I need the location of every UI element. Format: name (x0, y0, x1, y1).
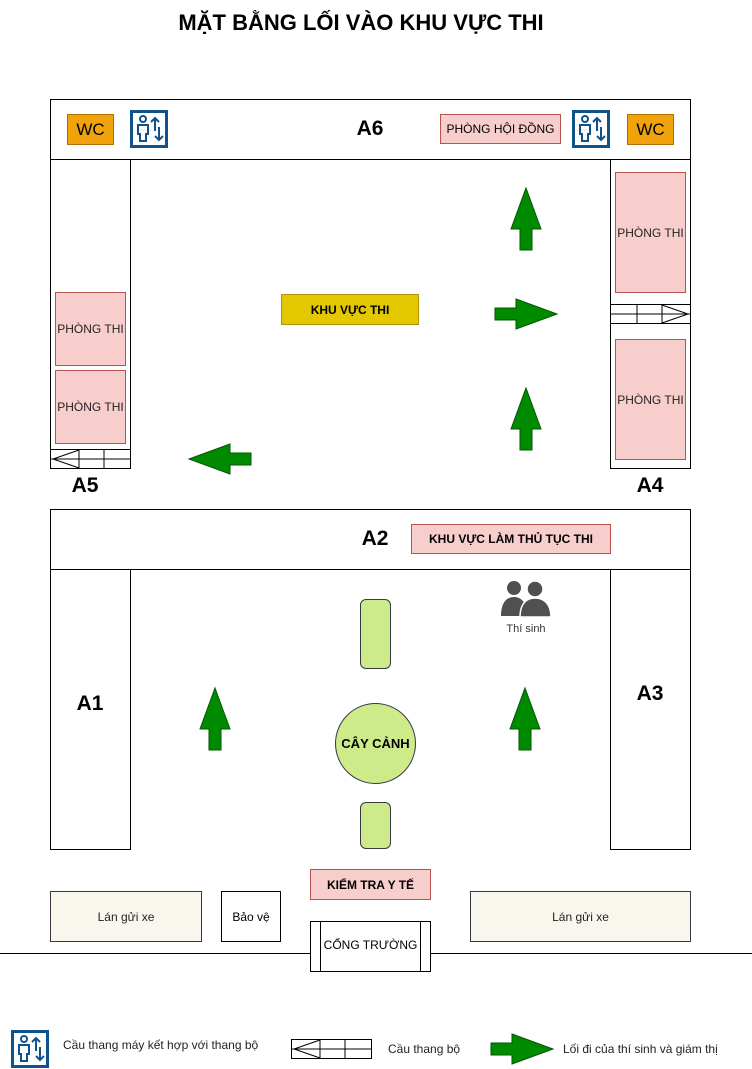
legend-path-label: Lối đi của thí sinh và giám thị (563, 1042, 718, 1056)
building-a6-label: A6 (356, 117, 384, 140)
gate-post-left (320, 921, 321, 972)
planter-bottom (360, 802, 391, 849)
planter-top (360, 599, 391, 669)
green-arrow-icon (510, 186, 542, 251)
building-a4-label: A4 (636, 474, 664, 497)
exam-room-a4-2: PHÒNG THI (615, 339, 686, 460)
building-a5-label: A5 (71, 474, 99, 497)
parking-left: Lán gửi xe (50, 891, 202, 942)
wc-right: WC (627, 114, 674, 145)
candidate-label: Thí sinh (506, 623, 546, 635)
council-room: PHÒNG HỘI ĐỒNG (440, 114, 561, 144)
legend-elevator-label: Cầu thang máy kết hợp với thang bộ (63, 1038, 259, 1052)
elevator-icon (572, 110, 610, 148)
people-icon (501, 580, 552, 618)
procedure-area: KHU VỰC LÀM THỦ TỤC THI (411, 524, 611, 554)
school-gate-label: CỔNG TRƯỜNG (323, 938, 418, 952)
page-title: MẶT BẰNG LỐI VÀO KHU VỰC THI (178, 10, 544, 35)
green-arrow-icon (199, 686, 231, 751)
exam-room-a5-2: PHÒNG THI (55, 370, 126, 444)
medical-check: KIỂM TRA Y TẾ (310, 869, 431, 900)
wc-left: WC (67, 114, 114, 145)
school-gate (310, 921, 431, 972)
stairs-icon (610, 304, 691, 324)
security-booth: Bảo vệ (221, 891, 281, 942)
ornamental-tree: CÂY CẢNH (335, 703, 416, 784)
stairs-icon (50, 449, 131, 469)
exam-room-a4-1: PHÒNG THI (615, 172, 686, 293)
green-arrow-icon (490, 1033, 555, 1065)
building-a3 (610, 569, 691, 850)
building-a1-label: A1 (76, 692, 104, 715)
exam-area-label: KHU VỰC THI (281, 294, 419, 325)
green-arrow-icon (187, 443, 252, 475)
building-a1 (50, 569, 131, 850)
elevator-icon (130, 110, 168, 148)
gate-post-right (420, 921, 421, 972)
green-arrow-icon (509, 686, 541, 751)
green-arrow-icon (510, 386, 542, 451)
green-arrow-icon (494, 298, 559, 330)
parking-right: Lán gửi xe (470, 891, 691, 942)
elevator-icon (11, 1030, 49, 1068)
stairs-icon (291, 1039, 372, 1059)
exam-room-a5-1: PHÒNG THI (55, 292, 126, 366)
building-a2-label: A2 (361, 527, 389, 550)
legend-stairs-label: Cầu thang bộ (388, 1042, 461, 1056)
building-a3-label: A3 (636, 682, 664, 705)
